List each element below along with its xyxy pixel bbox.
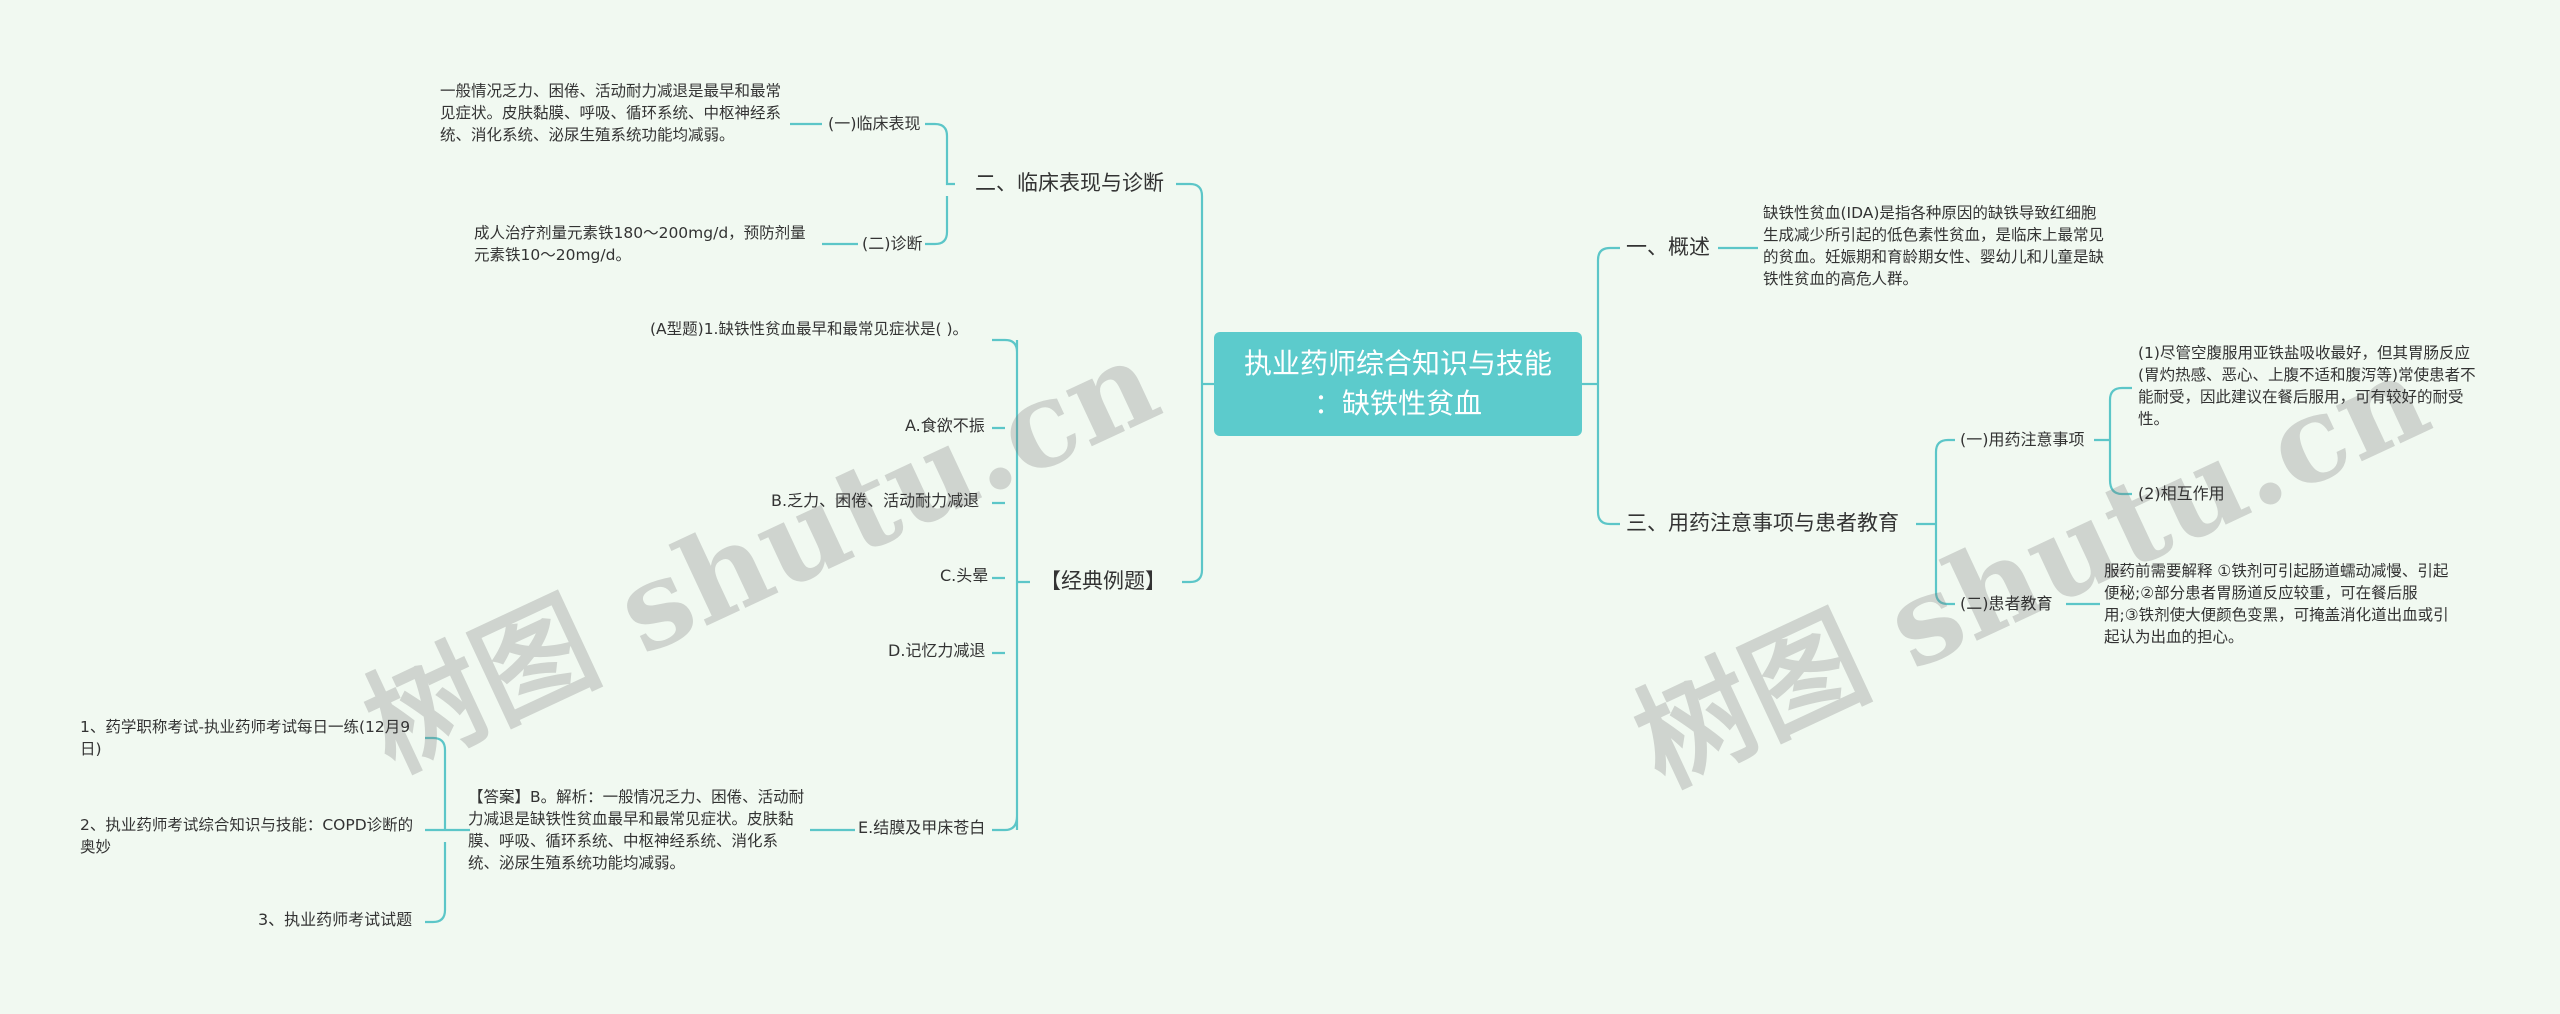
link-c1-sub [2094, 386, 2132, 496]
link-b3-spine [1916, 438, 1955, 606]
node-clinical-manifestation[interactable]: (一)临床表现 [828, 114, 921, 133]
example-question[interactable]: (A型题)1.缺铁性贫血最早和最常见症状是( )。 [650, 320, 969, 338]
example-option-d[interactable]: D.记忆力减退 [888, 641, 986, 660]
text-overview: 缺铁性贫血(IDA)是指各种原因的缺铁导致红细胞生成减少所引起的低色素性贫血，是… [1763, 204, 2105, 288]
root-topic[interactable]: 执业药师综合知识与技能 ：缺铁性贫血 [1214, 332, 1582, 436]
link-left-spine [1176, 182, 1204, 584]
link-examples-spine [992, 338, 1030, 832]
link-b2-spine [925, 122, 955, 246]
root-title-line1: 执业药师综合知识与技能 [1243, 347, 1552, 380]
text-precaution-2: (2)相互作用 [2138, 484, 2225, 503]
node-diagnosis[interactable]: (二)诊断 [862, 234, 923, 253]
text-precaution-1: (1)尽管空腹服用亚铁盐吸收最好，但其胃肠反应(胃灼热感、恶心、上腹不适和腹泻等… [2138, 344, 2476, 428]
related-link-3[interactable]: 3、执业药师考试试题 [258, 910, 413, 929]
related-link-1[interactable]: 1、药学职称考试-执业药师考试每日一练(12月9日) [80, 718, 411, 758]
branch-overview[interactable]: 一、概述 [1626, 235, 1710, 259]
text-patient-education: 服药前需要解释 ①铁剂可引起肠道蠕动减慢、引起便秘;②部分患者胃肠道反应较重，可… [2104, 562, 2449, 646]
branch-classic-examples[interactable]: 【经典例题】 [1040, 569, 1166, 593]
branch-medication-education[interactable]: 三、用药注意事项与患者教育 [1626, 511, 1899, 535]
branch-clinical-diagnosis[interactable]: 二、临床表现与诊断 [975, 171, 1164, 195]
related-link-2[interactable]: 2、执业药师考试综合知识与技能：COPD诊断的奥妙 [80, 816, 414, 856]
example-option-e[interactable]: E.结膜及甲床苍白 [858, 818, 986, 837]
example-option-c[interactable]: C.头晕 [940, 566, 989, 585]
example-option-a[interactable]: A.食欲不振 [905, 416, 985, 435]
root-title-line2: ：缺铁性贫血 [1313, 387, 1482, 420]
link-related-spine [425, 736, 470, 924]
link-right-spine [1596, 246, 1620, 526]
text-diagnosis: 成人治疗剂量元素铁180～200mg/d，预防剂量元素铁10～20mg/d。 [474, 224, 806, 264]
text-clinical-manifestation: 一般情况乏力、困倦、活动耐力减退是最早和最常见症状。皮肤黏膜、呼吸、循环系统、中… [440, 82, 782, 144]
node-medication-precautions[interactable]: (一)用药注意事项 [1960, 430, 2085, 449]
example-answer: 【答案】B。解析：一般情况乏力、困倦、活动耐力减退是缺铁性贫血最早和最常见症状。… [468, 788, 805, 872]
example-option-b[interactable]: B.乏力、困倦、活动耐力减退 [771, 491, 980, 510]
node-patient-education[interactable]: (二)患者教育 [1960, 594, 2053, 613]
